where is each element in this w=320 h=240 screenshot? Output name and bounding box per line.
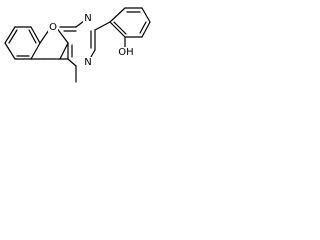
atom-label-oxygen-ring: O <box>48 22 58 33</box>
atom-label-nitrogen-top: N <box>83 13 93 24</box>
phenol-ring <box>109 7 151 49</box>
atom-label-hydroxyl: OH <box>117 47 135 58</box>
pyrimidine-ring <box>59 17 96 83</box>
phenol-linkage <box>94 21 111 31</box>
benzene-ring-left <box>4 26 41 60</box>
svg-text:OH: OH <box>118 47 133 58</box>
svg-text:N: N <box>84 57 91 68</box>
chemical-structure-diagram: O N N OH <box>4 7 151 83</box>
svg-text:N: N <box>84 13 91 24</box>
svg-text:O: O <box>49 22 57 33</box>
atom-label-nitrogen-bottom: N <box>83 57 93 68</box>
